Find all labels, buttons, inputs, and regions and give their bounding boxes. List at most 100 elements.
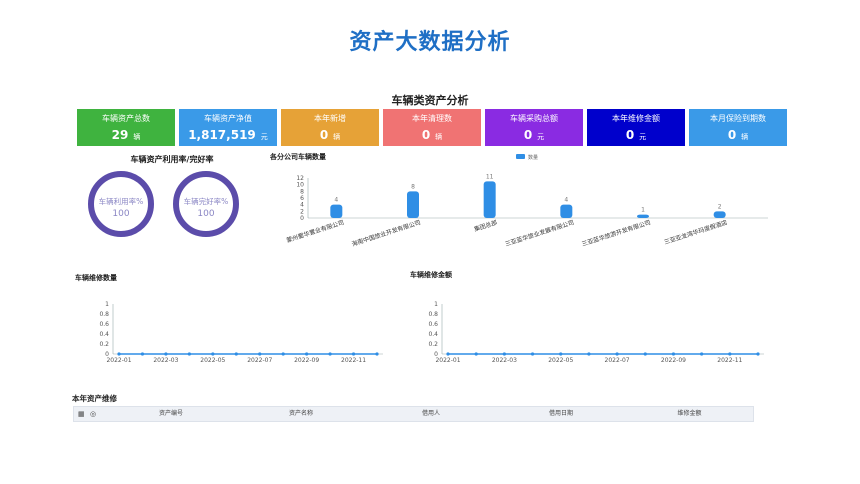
card-unit: 元: [639, 133, 647, 141]
y-tick-label: 0.4: [428, 331, 438, 338]
y-tick-label: 2: [300, 208, 304, 215]
data-point: [587, 352, 591, 356]
data-point: [671, 352, 676, 356]
column-header-asset-name[interactable]: 资产名称: [288, 410, 313, 417]
data-point: [700, 352, 704, 356]
x-tick-label: 2022-09: [294, 357, 319, 364]
card-label: 本年维修金额: [612, 114, 660, 123]
data-point: [164, 352, 168, 356]
data-point: [305, 352, 309, 356]
bar: [483, 181, 496, 218]
x-tick-label: 海南中国旅业开发有限公司: [351, 218, 422, 248]
x-tick-label: 2022-03: [492, 357, 517, 364]
y-tick-label: 10: [296, 182, 304, 189]
table-header: ▦ ◎ 资产编号 资产名称 借用人 借用日期 维修金额: [73, 406, 754, 422]
y-tick-label: 4: [300, 202, 304, 209]
data-label: 4: [334, 197, 338, 204]
donut-value: 100: [112, 209, 130, 219]
x-tick-label: 2022-05: [548, 357, 573, 364]
donut-label: 车辆完好率%: [183, 197, 229, 206]
column-header-borrower[interactable]: 借用人: [421, 410, 440, 417]
y-tick-label: 0.8: [99, 311, 109, 318]
x-tick-label: 2022-07: [605, 357, 630, 364]
card-vehicle-net-value[interactable]: 车辆资产净值 1,817,519 元: [179, 109, 277, 146]
card-value: 1,817,519: [188, 128, 256, 142]
card-label: 本月保险到期数: [710, 114, 766, 123]
card-unit: 辆: [741, 133, 749, 141]
data-label: 1: [641, 207, 645, 214]
donut-label: 车辆利用率%: [98, 197, 144, 206]
x-tick-label: 2022-03: [153, 357, 178, 364]
column-header-borrow-date[interactable]: 借用日期: [548, 410, 573, 417]
y-tick-label: 0: [300, 215, 304, 222]
column-header-asset-no[interactable]: 资产编号: [158, 410, 183, 417]
donut-section-title: 车辆资产利用率/完好率: [130, 155, 214, 164]
data-point: [234, 352, 238, 356]
data-point: [615, 352, 619, 356]
bar: [330, 204, 343, 218]
card-value: 0: [523, 128, 533, 142]
bar: [407, 191, 419, 218]
page-title: 资产大数据分析: [349, 30, 511, 55]
data-point: [756, 352, 760, 356]
card-unit: 辆: [133, 133, 141, 141]
y-tick-label: 0.4: [99, 331, 109, 338]
y-tick-label: 1: [105, 301, 109, 308]
card-label: 本年清理数: [412, 114, 452, 123]
repair-amount-title: 车辆维修金额: [410, 271, 452, 279]
y-tick-label: 8: [300, 188, 304, 195]
data-point: [502, 352, 506, 356]
bar-chart-title: 各分公司车辆数量: [270, 153, 326, 161]
data-point: [446, 352, 450, 356]
card-label: 车辆资产净值: [204, 114, 252, 123]
x-tick-label: 2022-11: [341, 357, 366, 364]
card-value: 29: [111, 128, 129, 142]
data-point: [187, 352, 191, 356]
bar: [637, 214, 649, 218]
y-tick-label: 12: [296, 175, 304, 182]
eye-icon[interactable]: ◎: [90, 410, 97, 418]
card-label: 车辆采购总额: [510, 114, 558, 123]
x-tick-label: 2022-01: [435, 357, 460, 364]
grid-icon[interactable]: ▦: [78, 410, 85, 418]
x-tick-label: 2022-11: [717, 357, 742, 364]
column-header-repair-amount[interactable]: 维修金额: [677, 410, 702, 417]
y-tick-label: 6: [300, 195, 304, 202]
x-tick-label: 集团总部: [473, 218, 498, 233]
card-label: 车辆资产总数: [102, 114, 150, 123]
data-point: [351, 352, 356, 356]
x-tick-label: 2022-01: [106, 357, 131, 364]
x-tick-label: 三亚蓝华旅游开发有限公司: [581, 218, 652, 248]
donut-value: 100: [197, 209, 215, 219]
data-point: [559, 352, 563, 356]
data-point: [211, 352, 215, 356]
data-point: [728, 352, 732, 356]
data-point: [258, 352, 262, 356]
card-value: 0: [319, 128, 329, 142]
y-tick-label: 0: [105, 351, 109, 358]
data-point: [117, 352, 121, 356]
y-tick-label: 0.2: [428, 341, 438, 348]
bar: [713, 211, 726, 218]
card-vehicle-total[interactable]: 车辆资产总数 29 辆: [77, 109, 175, 146]
x-tick-label: 2022-07: [247, 357, 272, 364]
y-tick-label: 1: [434, 301, 438, 308]
utilization-donut: 车辆利用率% 100: [88, 171, 154, 237]
x-tick-label: 2022-09: [661, 357, 686, 364]
section-title: 车辆类资产分析: [391, 94, 469, 107]
card-unit: 辆: [435, 133, 443, 141]
table-title: 本年资产维修: [72, 394, 117, 403]
data-point: [328, 352, 332, 356]
x-tick-label: 三亚亚龙湾华玛度假酒店: [663, 218, 728, 246]
card-unit: 元: [260, 133, 268, 141]
card-value: 0: [421, 128, 431, 142]
y-tick-label: 0.2: [99, 341, 109, 348]
legend-swatch: [516, 154, 525, 159]
integrity-donut: 车辆完好率% 100: [173, 171, 239, 237]
